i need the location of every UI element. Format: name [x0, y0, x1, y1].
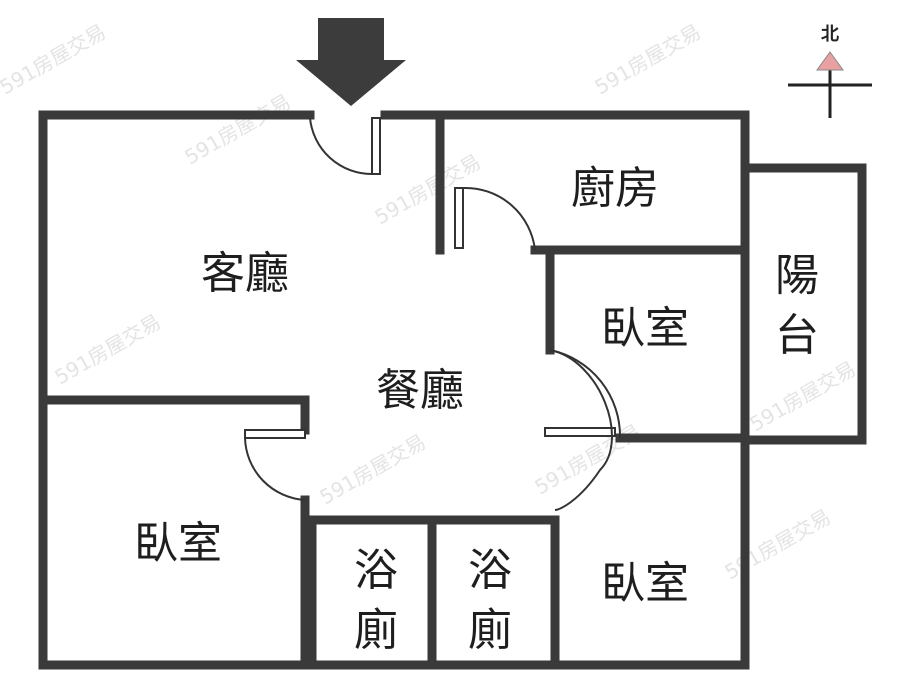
watermark: 591房屋交易: [721, 504, 835, 584]
room-label-balcony-1: 陽: [775, 250, 819, 301]
room-label-kitchen: 廚房: [571, 163, 659, 214]
room-label-bedroom-se: 臥室: [601, 558, 689, 609]
room-label-bath2-2: 廁: [468, 605, 512, 656]
watermark: 591房屋交易: [371, 149, 485, 229]
room-label-dining-room: 餐廳: [376, 365, 464, 416]
room-label-living-room: 客廳: [201, 248, 289, 299]
room-label-balcony-2: 台: [775, 310, 819, 361]
room-label-bath2-1: 浴: [468, 545, 512, 596]
watermark: 591房屋交易: [181, 89, 295, 169]
watermark: 591房屋交易: [0, 19, 110, 99]
room-label-bedroom-sw: 臥室: [134, 518, 222, 569]
watermarks: 591房屋交易 591房屋交易 591房屋交易 591房屋交易 591房屋交易 …: [0, 19, 860, 584]
compass-north-label: 北: [821, 24, 839, 45]
walls: [38, 110, 867, 670]
watermark: 591房屋交易: [51, 309, 165, 389]
compass-arrow-icon: [816, 51, 844, 71]
room-label-bath1-1: 浴: [354, 545, 398, 596]
compass: 北: [788, 24, 872, 118]
arrow-down-icon: [296, 18, 406, 106]
watermark: 591房屋交易: [316, 429, 430, 509]
room-label-bedroom-ne: 臥室: [601, 303, 689, 354]
watermark: 591房屋交易: [746, 356, 860, 436]
room-label-bath1-2: 廁: [354, 605, 398, 656]
watermark: 591房屋交易: [591, 19, 705, 99]
doors: [244, 117, 622, 511]
